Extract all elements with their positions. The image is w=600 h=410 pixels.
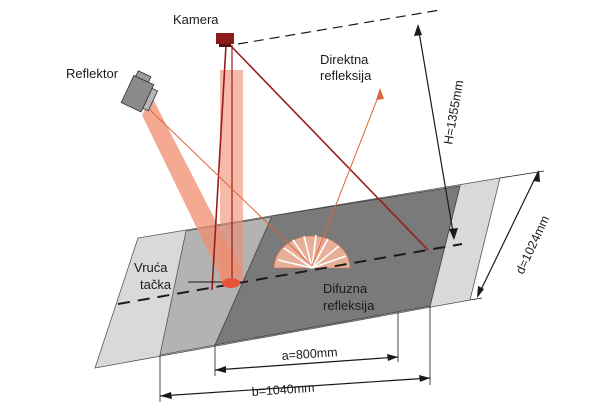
incident-ray: [147, 107, 313, 267]
depth-arrow-top: [533, 170, 540, 182]
height-dimension-label: H=1355mm: [441, 79, 466, 145]
top-reference-line: [237, 9, 441, 45]
a-arrow-right: [387, 354, 398, 361]
direct-reflection-label-line1: Direktna: [320, 52, 369, 67]
direct-reflection-arrowhead: [376, 88, 384, 100]
height-dimension-line: [417, 25, 455, 239]
camera-fov-left: [211, 44, 227, 291]
reflector-label: Reflektor: [66, 66, 119, 81]
hot-spot-label-line1: Vruća: [134, 260, 168, 275]
camera-icon: [216, 33, 234, 47]
direct-reflection-ray: [311, 91, 381, 267]
camera-fov-right: [229, 44, 429, 251]
direct-reflection-label-line2: refleksija: [320, 68, 372, 83]
a-dimension-label: a=800mm: [281, 345, 338, 363]
depth-tick-top: [499, 170, 545, 179]
a-arrow-left: [215, 366, 226, 373]
b-arrow-right: [419, 375, 430, 382]
reflector-icon: [120, 70, 159, 113]
depth-dimension-line: [477, 171, 539, 297]
height-arrow-top: [414, 24, 422, 36]
diffuse-reflection-label-line2: refleksija: [323, 298, 375, 313]
b-dimension-label: b=1040mm: [251, 381, 315, 399]
b-dimension-line: [159, 377, 431, 397]
hot-spot-label-line2: tačka: [140, 277, 172, 292]
diffuse-reflection-label-line1: Difuzna: [323, 281, 368, 296]
reflector-beam: [142, 97, 242, 280]
hot-spot: [222, 278, 240, 288]
depth-dimension-label: d=1024mm: [513, 213, 552, 276]
diffuse-fan: [273, 235, 351, 269]
depth-tick-bottom: [469, 297, 483, 301]
floor-midline: [117, 243, 463, 305]
camera-label: Kamera: [173, 12, 219, 27]
depth-arrow-bottom: [477, 286, 484, 298]
height-arrow-bottom: [449, 228, 458, 240]
b-arrow-left: [160, 392, 172, 399]
a-dimension-line: [214, 356, 399, 371]
